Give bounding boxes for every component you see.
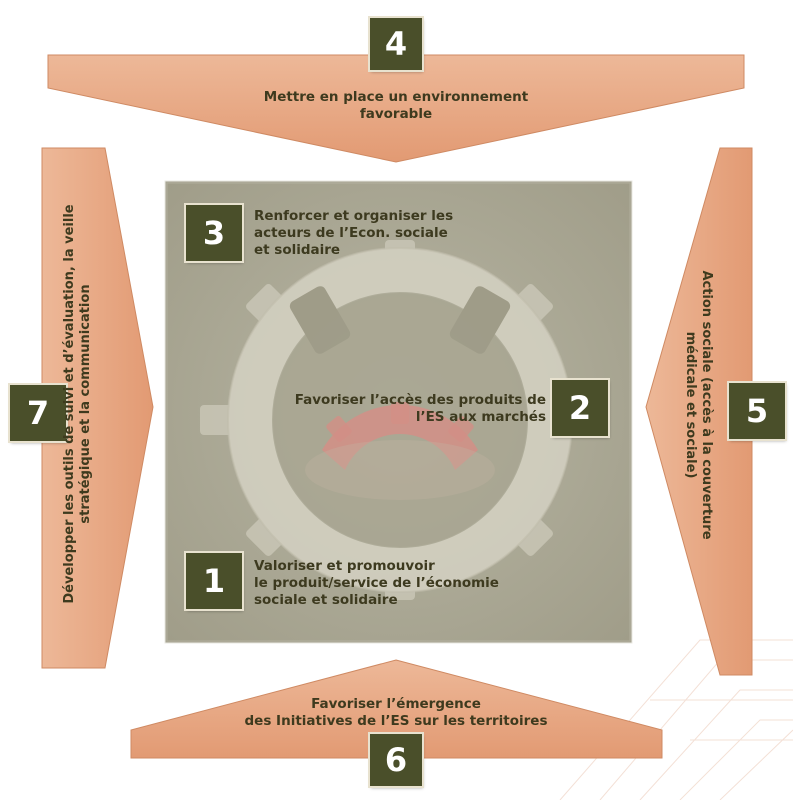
center-item-2-line-1: Favoriser l’accès des produits de — [294, 392, 546, 408]
gear-graphic — [200, 240, 600, 600]
badge-3: 3 — [186, 205, 242, 261]
arrow-left-shape — [41, 147, 154, 669]
arrow-bottom-line-1: Favoriser l’émergence — [311, 696, 481, 712]
badge-1: 1 — [186, 553, 242, 609]
center-item-3-line-1: Renforcer et organiser les — [254, 208, 454, 224]
arrow-bottom-label: Favoriser l’émergence des Initiatives de… — [196, 696, 596, 730]
arrow-top-line-1: Mettre en place un environnement — [263, 89, 529, 105]
center-item-2-label: Favoriser l’accès des produits de l’ES a… — [258, 392, 546, 426]
badge-2: 2 — [552, 380, 608, 436]
arrow-left-line-2: stratégique et la communication — [78, 284, 93, 524]
arrow-left-line-1: Développer les outils de suivi et d’éval… — [62, 204, 77, 604]
center-item-3-line-3: et solidaire — [254, 242, 341, 258]
arrow-top-shape — [47, 54, 745, 163]
center-item-1-label: Valoriser et promouvoir le produit/servi… — [254, 558, 574, 609]
arrow-right-shape — [645, 147, 753, 676]
arrow-left-label: Développer les outils de suivi et d’éval… — [62, 144, 94, 664]
arrow-bottom-line-2: des Initiatives de l’ES sur les territoi… — [244, 713, 548, 729]
center-item-2-line-2: l’ES aux marchés — [415, 409, 546, 425]
arrow-top-line-2: favorable — [359, 106, 433, 122]
arrow-right-label: Action sociale (accès à la couverture mé… — [682, 195, 714, 615]
badge-5: 5 — [729, 383, 785, 439]
badge-6: 6 — [370, 734, 422, 786]
center-item-3-label: Renforcer et organiser les acteurs de l’… — [254, 208, 534, 259]
badge-7: 7 — [10, 385, 66, 441]
arrow-top-label: Mettre en place un environnement favorab… — [196, 89, 596, 123]
center-item-1-line-1: Valoriser et promouvoir — [254, 558, 435, 574]
center-item-1-line-2: le produit/service de l’économie — [254, 575, 499, 591]
center-item-1-line-3: sociale et solidaire — [254, 592, 398, 608]
badge-4: 4 — [370, 18, 422, 70]
center-item-3-line-2: acteurs de l’Econ. sociale — [254, 225, 448, 241]
arrow-right-line-2: médicale et sociale) — [683, 331, 698, 479]
arrow-right-line-1: Action sociale (accès à la couverture — [699, 270, 714, 540]
